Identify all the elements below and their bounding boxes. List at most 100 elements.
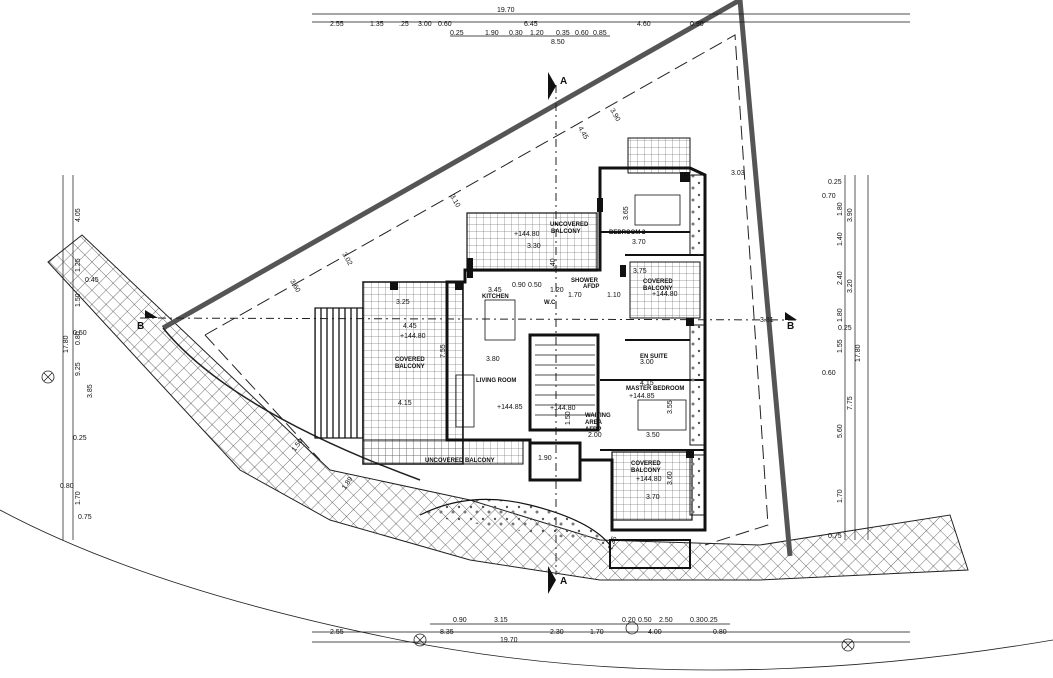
svg-text:4.60: 4.60 (637, 21, 651, 28)
svg-text:4.00: 4.00 (648, 629, 662, 636)
svg-text:17.80: 17.80 (855, 344, 862, 362)
svg-text:0.85: 0.85 (593, 30, 607, 37)
covered-balcony-right-label: COVERED (643, 279, 673, 285)
covered-balcony-left-label: COVERED (395, 357, 425, 363)
svg-text:+144.80: +144.80 (636, 476, 662, 483)
svg-text:3.50: 3.50 (646, 432, 660, 439)
svg-text:1.50: 1.50 (565, 411, 572, 425)
svg-text:0.90: 0.90 (690, 21, 704, 28)
afdp-small-label: AFDP (583, 284, 599, 290)
section-a-top: A (560, 76, 567, 87)
svg-text:0.70: 0.70 (822, 193, 836, 200)
svg-text:0.60: 0.60 (822, 370, 836, 377)
svg-text:0.25: 0.25 (704, 617, 718, 624)
svg-text:3.60: 3.60 (667, 471, 674, 485)
svg-text:3.60: 3.60 (288, 279, 301, 294)
svg-text:0.50: 0.50 (528, 282, 542, 289)
svg-text:1.70: 1.70 (75, 491, 82, 505)
svg-text:1.25: 1.25 (75, 258, 82, 272)
svg-text:3.00: 3.00 (418, 21, 432, 28)
svg-text:0.50: 0.50 (638, 617, 652, 624)
svg-text:0.50: 0.50 (73, 330, 87, 337)
grid-circle-markers (41, 370, 855, 652)
waiting-area-label: WAITING (585, 413, 611, 419)
svg-text:3.00: 3.00 (640, 359, 654, 366)
room-labels: UNCOVERED BALCONY BEDROOM 2 KITCHEN SHOW… (395, 222, 684, 474)
svg-text:1.70: 1.70 (837, 489, 844, 503)
svg-text:4.45: 4.45 (576, 126, 589, 141)
svg-text:0.25: 0.25 (450, 30, 464, 37)
svg-text:9.25: 9.25 (75, 362, 82, 376)
section-b-right: B (787, 321, 794, 332)
svg-text:3.90: 3.90 (608, 108, 621, 123)
svg-text:5.60: 5.60 (837, 424, 844, 438)
uncovered-balcony-top-label: UNCOVERED (550, 222, 589, 228)
svg-text:2.50: 2.50 (659, 617, 673, 624)
svg-text:1.10: 1.10 (607, 292, 621, 299)
master-bedroom-label: MASTER BEDROOM (626, 386, 684, 392)
svg-text:0.60: 0.60 (438, 21, 452, 28)
svg-text:+144.80: +144.80 (400, 333, 426, 340)
svg-text:1.40: 1.40 (837, 232, 844, 246)
svg-text:1.55: 1.55 (837, 339, 844, 353)
right-dimensions: 17.80 0.25 0.70 1.80 1.40 2.40 1.80 1.55… (822, 179, 862, 540)
svg-text:0.80: 0.80 (713, 629, 727, 636)
svg-text:1.80: 1.80 (837, 202, 844, 216)
svg-text:0.90: 0.90 (512, 282, 526, 289)
svg-text:BALCONY: BALCONY (631, 468, 661, 474)
svg-text:+144.80: +144.80 (652, 291, 678, 298)
svg-text:2.40: 2.40 (550, 258, 557, 272)
svg-text:0.80: 0.80 (75, 331, 82, 345)
svg-text:2.55: 2.55 (330, 21, 344, 28)
svg-text:1.20: 1.20 (530, 30, 544, 37)
svg-text:3.81: 3.81 (760, 317, 774, 324)
svg-text:0.45: 0.45 (85, 277, 99, 284)
svg-text:0.60: 0.60 (575, 30, 589, 37)
svg-text:0.25: 0.25 (73, 435, 87, 442)
svg-text:3.03: 3.03 (731, 170, 745, 177)
svg-text:2.00: 2.00 (588, 432, 602, 439)
svg-text:+144.85: +144.85 (629, 393, 655, 400)
left-dimensions: 17.80 4.05 1.25 0.45 1.50 0.50 0.80 9.25… (60, 208, 99, 521)
svg-text:6.45: 6.45 (524, 21, 538, 28)
svg-text:3.20: 3.20 (847, 279, 854, 293)
svg-text:BALCONY: BALCONY (551, 229, 581, 235)
svg-text:3.02: 3.02 (340, 252, 353, 267)
svg-text:.25: .25 (399, 21, 409, 28)
svg-text:3.70: 3.70 (632, 239, 646, 246)
svg-text:3.85: 3.85 (87, 384, 94, 398)
svg-text:0.75: 0.75 (78, 514, 92, 521)
svg-text:0.80: 0.80 (60, 483, 74, 490)
svg-text:0.25: 0.25 (828, 179, 842, 186)
svg-text:4.05: 4.05 (75, 208, 82, 222)
svg-text:2.55: 2.55 (330, 629, 344, 636)
svg-text:19.70: 19.70 (500, 637, 518, 644)
svg-text:1.90: 1.90 (485, 30, 499, 37)
svg-text:3.10: 3.10 (448, 194, 461, 209)
svg-text:AREA: AREA (585, 420, 603, 426)
svg-text:0.30: 0.30 (509, 30, 523, 37)
top-dimensions: 19.70 2.55 1.35 .25 3.00 0.60 6.45 4.60 … (330, 7, 704, 46)
svg-text:8.35: 8.35 (440, 629, 454, 636)
svg-text:BALCONY: BALCONY (643, 286, 673, 292)
section-a-bottom: A (560, 576, 567, 587)
svg-text:2.40: 2.40 (837, 271, 844, 285)
section-markers: A A B B (137, 72, 797, 594)
svg-text:+144.80: +144.80 (514, 231, 540, 238)
svg-text:1.20: 1.20 (550, 287, 564, 294)
svg-text:0.90: 0.90 (453, 617, 467, 624)
svg-text:3.80: 3.80 (486, 356, 500, 363)
section-b-left: B (137, 321, 144, 332)
svg-text:AFDP: AFDP (585, 427, 601, 433)
wc-label: W.C (544, 300, 556, 306)
svg-text:1.50: 1.50 (75, 293, 82, 307)
svg-text:3.30: 3.30 (527, 243, 541, 250)
svg-text:+144.85: +144.85 (497, 404, 523, 411)
svg-text:+144.80: +144.80 (550, 405, 576, 412)
svg-text:2.30: 2.30 (550, 629, 564, 636)
kitchen-label: KITCHEN (482, 294, 509, 300)
dimension-lines (62, 13, 910, 643)
svg-text:0.20: 0.20 (622, 617, 636, 624)
svg-text:17.80: 17.80 (63, 335, 70, 353)
